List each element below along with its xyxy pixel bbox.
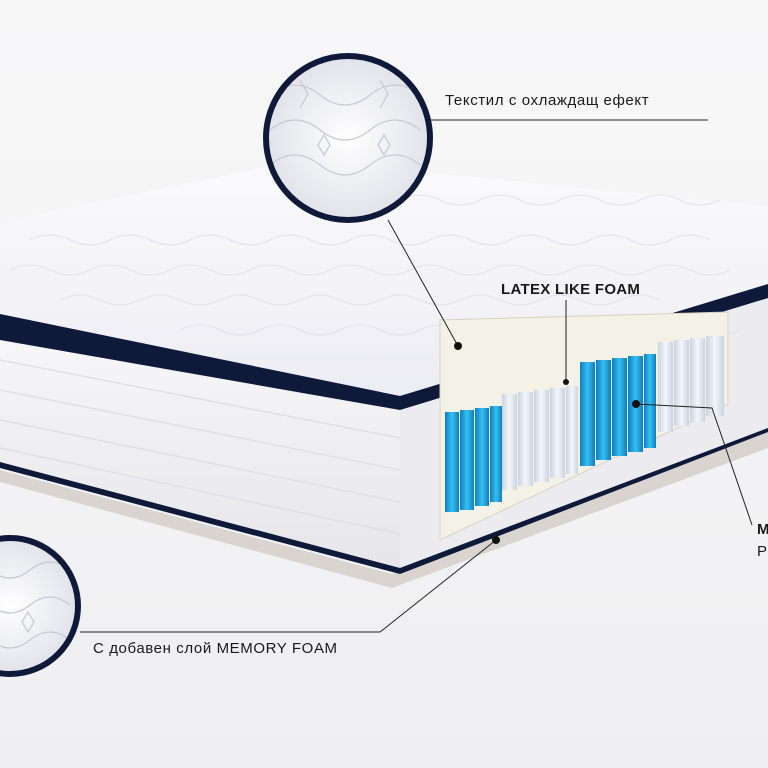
cross-section [439, 311, 729, 541]
blue-springs-left [445, 406, 502, 512]
callout-lines [80, 119, 753, 633]
callout-dot-bottom [492, 536, 500, 544]
callout-dot-top [454, 342, 462, 350]
fabric-zoom-circle-bottom [0, 535, 81, 677]
right-label-line-1: M [757, 521, 768, 538]
white-springs [502, 386, 578, 490]
callout-dot-latex [563, 379, 569, 385]
side-quilting [0, 359, 401, 535]
white-springs-right [658, 336, 724, 432]
latex-foam-label: LATEX LIKE FOAM [501, 281, 641, 298]
cooling-textile-label: Текстил с охлаждащ ефект [445, 92, 650, 109]
callout-dot-spring [632, 400, 640, 408]
navy-trim-left [0, 312, 400, 410]
memory-foam-label: С добавен слой MEMORY FOAM [93, 640, 338, 657]
fabric-zoom-circle-top [263, 53, 433, 223]
right-label-line-2: P [757, 543, 768, 560]
